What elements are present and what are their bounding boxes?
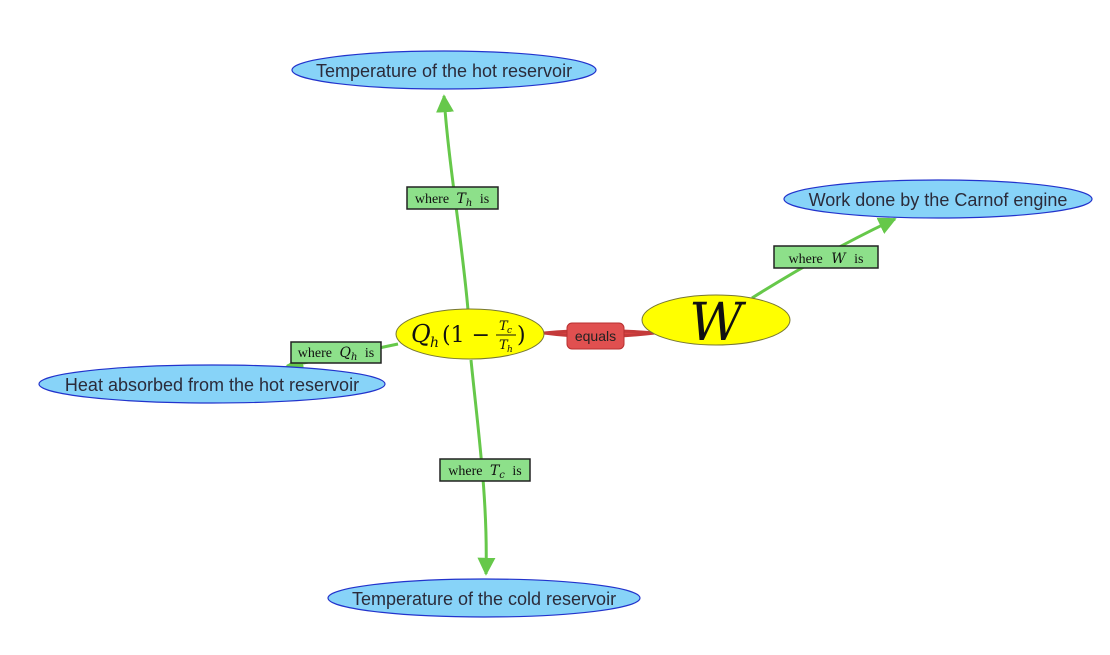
node-heat-absorbed-label: Heat absorbed from the hot reservoir <box>65 375 359 395</box>
formula-open: (1 − <box>442 323 490 348</box>
var-Q: Q <box>339 345 351 361</box>
is-word: is <box>365 346 374 361</box>
node-W[interactable]: W <box>641 293 791 353</box>
var-W: W <box>831 251 847 267</box>
var-T: T <box>457 191 468 207</box>
edge-label-where-th: where Th is <box>406 186 499 210</box>
where-word: where <box>298 346 332 361</box>
var-sub-h: h <box>466 198 472 209</box>
var-T: T <box>490 463 501 479</box>
svg-text:where Tc is: where Tc is <box>448 463 522 482</box>
node-heat-absorbed[interactable]: Heat absorbed from the hot reservoir <box>38 364 386 404</box>
edge-label-where-tc: where Tc is <box>439 458 531 482</box>
where-word: where <box>415 192 449 207</box>
is-word: is <box>512 464 521 479</box>
node-formula[interactable]: Q h (1 − T c T h ) <box>395 308 545 360</box>
svg-text:where W is: where W is <box>789 251 864 267</box>
formula-Q: Q <box>411 320 431 348</box>
node-cold-reservoir[interactable]: Temperature of the cold reservoir <box>327 578 641 618</box>
node-W-label: W <box>689 293 746 353</box>
node-hot-reservoir-label: Temperature of the hot reservoir <box>316 61 572 81</box>
edge-label-where-qh: where Qh is <box>290 341 382 364</box>
node-work-done-label: Work done by the Carnof engine <box>809 190 1068 210</box>
node-cold-reservoir-label: Temperature of the cold reservoir <box>352 589 616 609</box>
svg-text:where Th is: where Th is <box>415 191 489 210</box>
formula-den-sub: h <box>507 345 513 355</box>
formula-close: ) <box>517 323 526 348</box>
var-sub-h: h <box>351 352 357 363</box>
formula-num: T <box>499 319 509 334</box>
is-word: is <box>854 252 863 267</box>
formula-num-sub: c <box>507 326 512 336</box>
equals-label: equals <box>566 322 625 350</box>
edge-label-where-w: where W is <box>773 245 879 269</box>
where-word: where <box>448 464 482 479</box>
where-word: where <box>789 252 823 267</box>
formula-den: T <box>499 338 509 353</box>
equals-text: equals <box>575 328 616 344</box>
var-sub-c: c <box>499 470 505 481</box>
is-word: is <box>480 192 489 207</box>
formula-Q-sub: h <box>430 335 439 351</box>
node-work-done[interactable]: Work done by the Carnof engine <box>783 179 1093 219</box>
node-hot-reservoir[interactable]: Temperature of the hot reservoir <box>291 50 597 90</box>
svg-text:where Qh is: where Qh is <box>298 345 374 364</box>
